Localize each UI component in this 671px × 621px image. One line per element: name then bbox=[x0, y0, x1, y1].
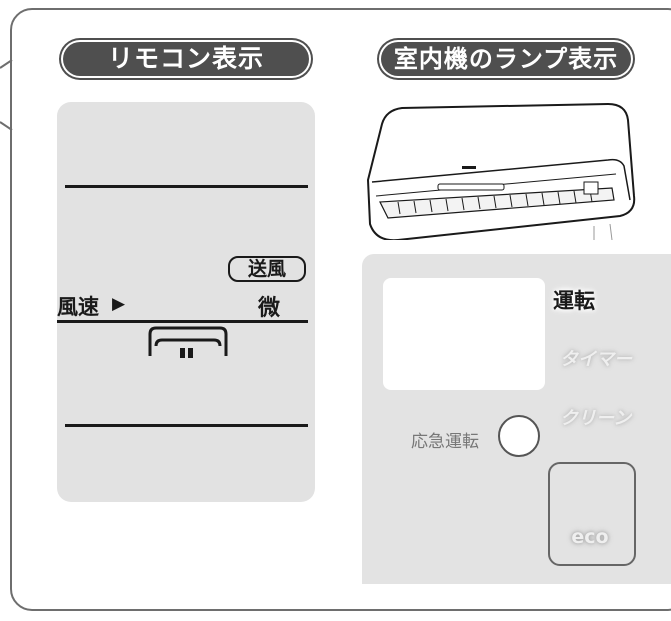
emergency-operation-label: 応急運転 bbox=[411, 432, 479, 452]
mode-indicator: 送風 bbox=[228, 256, 306, 282]
eco-lamp: eco bbox=[571, 526, 609, 548]
fan-speed-value: 微 bbox=[258, 296, 281, 321]
lcd-divider bbox=[65, 185, 308, 188]
louver-icon bbox=[148, 326, 228, 358]
run-lamp: 運転 bbox=[553, 289, 595, 313]
timer-lamp: タイマー bbox=[560, 349, 632, 370]
eco-lamp-frame bbox=[548, 462, 636, 566]
remote-lcd bbox=[57, 102, 315, 502]
leader-line bbox=[0, 60, 13, 131]
indoor-lamp-header: 室内機のランプ表示 bbox=[381, 42, 631, 76]
fan-speed-arrow: ▶ bbox=[112, 294, 126, 314]
remote-display-header: リモコン表示 bbox=[63, 42, 309, 76]
emergency-operation-button[interactable] bbox=[498, 415, 540, 457]
fan-speed-label: 風速 bbox=[57, 295, 99, 319]
clean-lamp: クリーン bbox=[560, 408, 632, 429]
lcd-divider bbox=[57, 320, 308, 323]
indoor-unit-illustration bbox=[366, 102, 636, 240]
sensor-window bbox=[383, 278, 545, 390]
lcd-divider bbox=[65, 424, 308, 427]
